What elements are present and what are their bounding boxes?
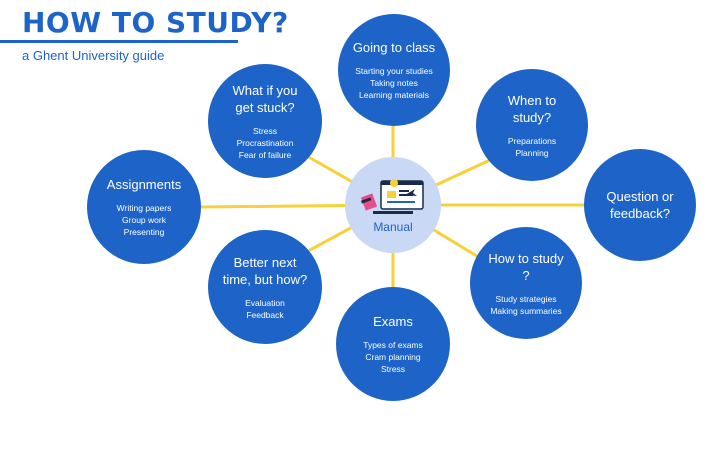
topic-item: Group work [122,215,166,225]
center-node-manual[interactable]: Manual [345,157,441,253]
page-title: HOW TO STUDY? [22,6,289,39]
topic-what-if-stuck[interactable]: What if you get stuck? Stress Procrastin… [208,64,322,178]
topic-when-to-study[interactable]: When to study? Preparations Planning [476,69,588,181]
topic-item: Procrastination [236,137,294,148]
topic-item: Starting your studies [355,66,433,76]
topic-item: Feedback [246,309,284,320]
topic-how-to-study[interactable]: How to study ? Study strategies Making s… [470,227,582,339]
topic-title: Exams [373,314,413,329]
topic-item: Stress [252,125,278,136]
topic-item: Cram planning [365,352,421,362]
topic-question-or-feedback[interactable]: Question or feedback? [584,149,696,261]
topic-going-to-class[interactable]: Going to class Starting your studies Tak… [338,14,450,126]
topic-item: Writing papers [116,203,172,213]
topic-item: Taking notes [370,78,418,88]
topic-title: Assignments [106,177,182,192]
topic-item: Types of exams [363,340,423,350]
topic-exams[interactable]: Exams Types of exams Cram planning Stres… [336,287,450,401]
title-underline [0,40,238,43]
topic-item: Preparations [507,135,557,146]
topic-title: Going to class [352,40,436,55]
center-label: Manual [373,220,413,234]
topic-item: Study strategies [495,293,557,304]
topic-item: Fear of failure [238,149,292,160]
manual-illustration-icon [360,179,424,214]
topic-item: Stress [380,364,406,374]
topic-item: Presenting [123,227,165,237]
topic-item: Planning [515,147,549,158]
topic-title: When to study? [507,92,557,125]
topic-assignments[interactable]: Assignments Writing papers Group work Pr… [87,150,201,264]
topic-item: Learning materials [359,90,429,100]
topic-item: Making summaries [490,305,562,316]
topic-item: Evaluation [245,297,285,308]
topic-title: Question or feedback? [606,189,674,221]
topic-better-next-time[interactable]: Better next time, but how? Evaluation Fe… [208,230,322,344]
topic-title: Better next time, but how? [222,254,308,287]
topic-title: What if you get stuck? [232,82,298,115]
topic-title: How to study ? [488,250,564,283]
page-subtitle: a Ghent University guide [22,48,165,63]
